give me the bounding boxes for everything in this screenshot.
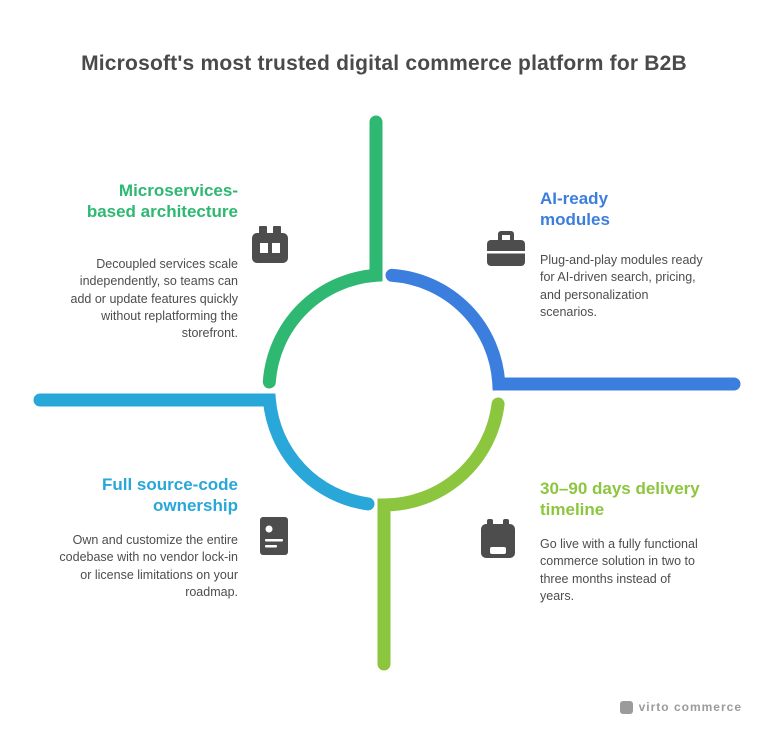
page-title: Microsoft's most trusted digital commerc… <box>81 52 687 75</box>
lime-arc-bottom-right <box>377 397 505 671</box>
briefcase-icon <box>482 224 530 272</box>
section-heading-source-code: Full source-code ownership <box>101 475 238 516</box>
brand-watermark: virto commerce <box>619 700 742 714</box>
cyan-arc-bottom-left <box>33 393 375 511</box>
section-body-delivery: Go live with a fully functional commerce… <box>540 537 698 603</box>
green-arc-top-left <box>262 115 383 389</box>
chip-icon <box>246 222 294 270</box>
section-heading-delivery: 30–90 days delivery timeline <box>540 479 700 520</box>
section-body-microservices: Decoupled services scale independently, … <box>70 257 238 340</box>
brand-logo-icon <box>619 700 633 714</box>
section-heading-ai-ready: AI-ready modules <box>540 189 610 230</box>
code-file-icon <box>250 512 298 560</box>
brand-watermark-label: virto commerce <box>638 700 742 714</box>
section-body-ai-ready: Plug-and-play modules ready for AI-drive… <box>540 253 703 319</box>
blue-arc-top-right <box>385 268 741 391</box>
section-heading-microservices: Microservices-based architecture <box>86 181 238 222</box>
calendar-icon <box>474 516 522 564</box>
section-body-source-code: Own and customize the entire codebase wi… <box>59 533 238 599</box>
